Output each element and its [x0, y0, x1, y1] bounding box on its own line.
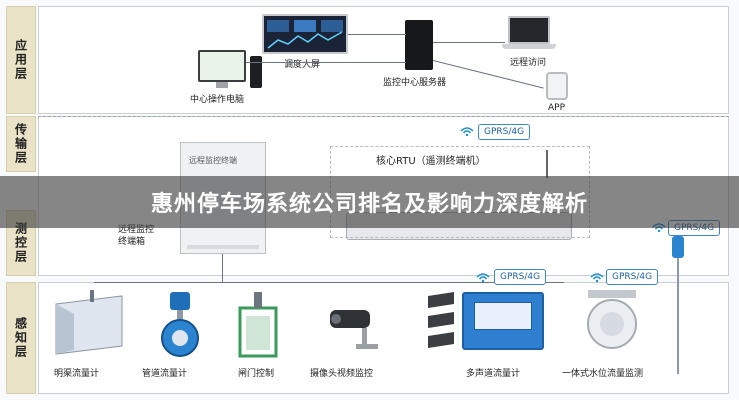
device-label-4: 多声道流量计 [466, 369, 521, 379]
connector-line [222, 254, 223, 282]
wifi-signal-icon [460, 127, 474, 136]
channel-flowmeter-icon [55, 290, 123, 355]
wifi-signal-icon [590, 273, 604, 282]
laptop-icon [508, 16, 550, 44]
layer-label-transmission: 传输层 [6, 116, 36, 172]
device-label-5: 一体式水位流量监测 [562, 369, 644, 379]
operator-monitor [198, 50, 246, 82]
rtu-label: 核心RTU（遥测终端机） [376, 156, 486, 167]
multi-channel-flowmeter-device [462, 292, 544, 350]
terminal-box-plate [187, 245, 259, 249]
application-panel [38, 6, 729, 114]
terminal-box-top-label: 远程监控终端 [189, 156, 237, 165]
flowmeter-display [474, 302, 532, 330]
terminal-box-title: 远程监控 [118, 225, 155, 235]
device-label-1: 管道流量计 [142, 369, 188, 379]
ultrasonic-sensors-icon [428, 292, 454, 348]
gate-control-icon [238, 292, 278, 358]
device-label-2: 闸门控制 [238, 369, 275, 379]
server-icon [405, 20, 433, 70]
app-label: APP [548, 103, 566, 113]
remote-access-label: 远程访问 [510, 58, 547, 68]
dashboard-chart-icon [267, 20, 343, 49]
terminal-box-subtitle: 终端箱 [118, 237, 146, 247]
connector-line [433, 42, 505, 43]
camera-icon [330, 310, 378, 349]
device-label-3: 摄像头视频监控 [310, 369, 374, 379]
wifi-signal-icon [476, 273, 490, 282]
dispatch-screen-display [262, 14, 348, 54]
connector-line [246, 62, 406, 63]
phone-app-icon [546, 72, 568, 100]
rtu-antenna [546, 150, 548, 178]
gprs-badge: GPRS/4G [478, 124, 531, 140]
pc-tower [250, 56, 262, 88]
gprs-badge: GPRS/4G [494, 269, 547, 285]
layer-label-perception: 感知层 [6, 282, 36, 394]
gprs-badge: GPRS/4G [606, 269, 659, 285]
headline-banner: 惠州停车场系统公司排名及影响力深度解析 [0, 176, 739, 228]
level-gauge-pole-icon [672, 236, 684, 374]
bus-line [94, 282, 564, 283]
operator-pc-label: 中心操作电脑 [190, 95, 245, 105]
device-label-0: 明渠流量计 [54, 369, 100, 379]
monitor-stand [216, 82, 228, 88]
headline-title: 惠州停车场系统公司排名及影响力深度解析 [150, 192, 588, 217]
dispatch-screen [262, 14, 348, 54]
dispatch-screen-label: 调度大屏 [284, 60, 321, 70]
laptop-base [502, 44, 556, 49]
radar-level-sensor-icon [587, 290, 637, 349]
operator-pc [198, 50, 262, 88]
layer-separator [38, 116, 729, 117]
connector-line [348, 34, 406, 35]
layer-label-application: 应用层 [6, 6, 36, 114]
server-label: 监控中心服务器 [383, 78, 447, 88]
pipe-flowmeter-icon [161, 292, 199, 357]
